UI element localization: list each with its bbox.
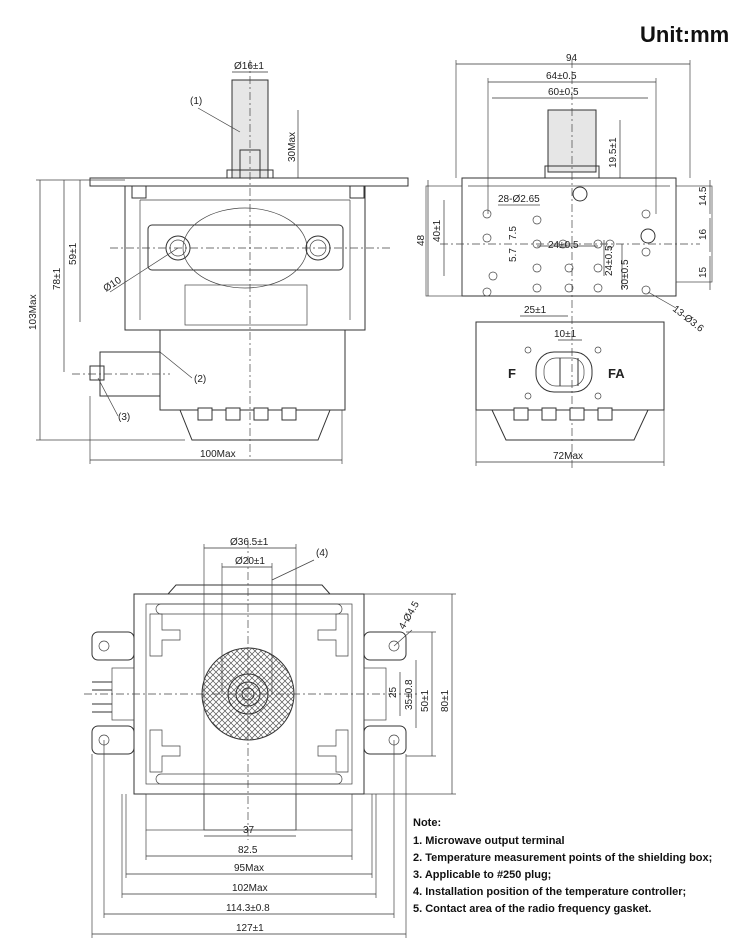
- dimension-label: 10±1: [554, 329, 577, 340]
- dimension-label: 30Max: [287, 132, 298, 162]
- dimension-label: 72Max: [553, 451, 583, 462]
- dimension-label: 80±1: [440, 689, 451, 712]
- dimension-label: Ø36.5±1: [230, 537, 269, 548]
- dimension-label: 24±0.5: [548, 240, 579, 251]
- dimension-label: 5.7: [508, 248, 519, 262]
- note-2: 2. Temperature measurement points of the…: [413, 852, 712, 864]
- dimension-label: 82.5: [238, 845, 258, 856]
- dimension-label: 127±1: [236, 923, 264, 934]
- dimension-label: (4): [316, 548, 328, 559]
- dimension-label: 4-Ø4.5: [397, 599, 422, 631]
- dimension-label: 25: [388, 686, 399, 698]
- dimension-label: 48: [416, 234, 427, 246]
- dimension-label: Ø20±1: [235, 556, 265, 567]
- dimension-label: Ø10: [102, 275, 124, 295]
- dimension-label: 59±1: [68, 242, 79, 265]
- dimension-label: 100Max: [200, 449, 236, 460]
- notes-block: Note: 1. Microwave output terminal 2. Te…: [413, 817, 712, 915]
- dimension-label: 15: [698, 266, 709, 278]
- dimension-label: 37: [243, 825, 255, 836]
- dimension-label: 35±0.8: [404, 679, 415, 710]
- dimension-label: 16: [698, 228, 709, 240]
- dimension-label: 114.3±0.8: [226, 903, 270, 914]
- dimension-label: 14.5: [698, 186, 709, 206]
- notes-title: Note:: [413, 817, 441, 829]
- dimension-label: 30±0.5: [620, 259, 631, 290]
- dimension-label: 50±1: [420, 689, 431, 712]
- dimension-label: 94: [566, 53, 578, 64]
- dimension-label: 28-Ø2.65: [498, 194, 540, 205]
- unit-label: Unit:mm: [640, 22, 729, 47]
- front-view: F FA 94 64±0.5 60±0.5 19.5±1 14.5 16 15: [416, 53, 713, 470]
- top-flange: [89, 177, 409, 187]
- dimension-label: 13-Ø3.6: [670, 304, 706, 335]
- dimension-label: 60±0.5: [548, 87, 579, 98]
- dimension-label: 40±1: [432, 219, 443, 242]
- dimension-label: 78±1: [52, 267, 63, 290]
- dimension-label: 102Max: [232, 883, 268, 894]
- front-plate: [461, 177, 677, 297]
- terminal-f-label: F: [508, 366, 516, 381]
- bottom-view: Ø36.5±1 Ø20±1 (4) 4-Ø4.5 25 35±0.8 50±1 …: [84, 537, 456, 938]
- dimension-label: 7.5: [508, 226, 519, 240]
- terminal-fa-label: FA: [608, 366, 625, 381]
- note-5: 5. Contact area of the radio frequency g…: [413, 903, 651, 915]
- dimension-label: 64±0.5: [546, 71, 577, 82]
- dimension-label: 25±1: [524, 305, 547, 316]
- dimension-label: 19.5±1: [608, 137, 619, 168]
- dimension-label: (3): [118, 412, 130, 423]
- note-4: 4. Installation position of the temperat…: [413, 886, 686, 898]
- dimension-label: 103Max: [28, 294, 39, 330]
- dimension-label: 95Max: [234, 863, 264, 874]
- note-3: 3. Applicable to #250 plug;: [413, 869, 551, 881]
- side-view: Ø16±1 30Max 59±1 78±1 103Max Ø10 100Max …: [28, 60, 409, 464]
- dimension-label: (2): [194, 374, 206, 385]
- dimension-label: (1): [190, 96, 202, 107]
- dimension-label: Ø16±1: [234, 61, 264, 72]
- filter-box: [159, 329, 346, 411]
- note-1: 1. Microwave output terminal: [413, 835, 565, 847]
- dimension-label: 24±0.5: [604, 245, 615, 276]
